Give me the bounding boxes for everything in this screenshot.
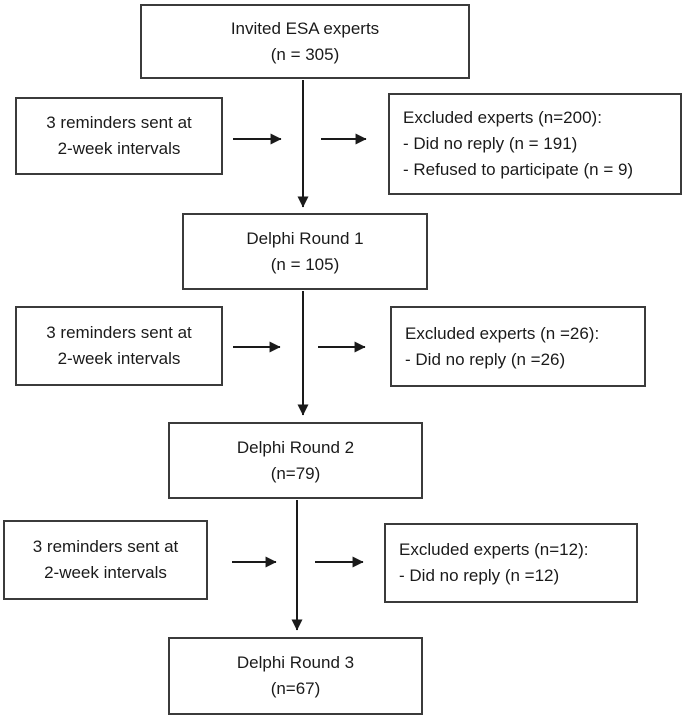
box-delphi-round3: Delphi Round 3 (n=67)	[168, 637, 423, 715]
box-excluded-round1: Excluded experts (n=200): - Did no reply…	[388, 93, 682, 195]
box-text-line: 2-week intervals	[57, 349, 181, 368]
box-reminders-round3: 3 reminders sent at 2-week intervals	[3, 520, 208, 600]
box-text-line: 3 reminders sent at	[46, 113, 192, 132]
box-text-line: Excluded experts (n =26):	[405, 323, 600, 343]
box-text-line: Excluded experts (n=200):	[403, 108, 602, 127]
box-text-line: (n=67)	[270, 679, 321, 698]
box-text-line: 2-week intervals	[57, 139, 181, 158]
box-delphi-round2: Delphi Round 2 (n=79)	[168, 422, 423, 499]
box-text-line: Invited ESA experts	[230, 18, 380, 38]
box-invited-experts: Invited ESA experts (n = 305)	[140, 4, 470, 79]
box-text-line: - Did no reply (n =26)	[405, 349, 566, 369]
box-text-line: - Did no reply (n = 191)	[403, 134, 578, 153]
box-text-line: (n = 305)	[270, 44, 340, 64]
box-text-line: Delphi Round 3	[236, 653, 355, 672]
box-text-line: 3 reminders sent at	[46, 323, 192, 342]
box-reminders-round2: 3 reminders sent at 2-week intervals	[15, 306, 223, 386]
box-text-line: (n=79)	[270, 463, 321, 483]
box-reminders-round1: 3 reminders sent at 2-week intervals	[15, 97, 223, 175]
box-text-line: 3 reminders sent at	[32, 537, 179, 556]
box-text-line: - Did no reply (n =12)	[399, 566, 560, 585]
box-text-line: - Refused to participate (n = 9)	[403, 160, 634, 179]
box-text-line: 2-week intervals	[44, 563, 167, 582]
box-text-line: (n = 105)	[270, 254, 340, 274]
box-delphi-round1: Delphi Round 1 (n = 105)	[182, 213, 428, 290]
box-excluded-round2: Excluded experts (n =26): - Did no reply…	[390, 306, 646, 387]
box-text-line: Excluded experts (n=12):	[399, 540, 589, 559]
box-text-line: Delphi Round 1	[246, 228, 364, 248]
box-excluded-round3: Excluded experts (n=12): - Did no reply …	[384, 523, 638, 603]
box-text-line: Delphi Round 2	[236, 437, 355, 457]
